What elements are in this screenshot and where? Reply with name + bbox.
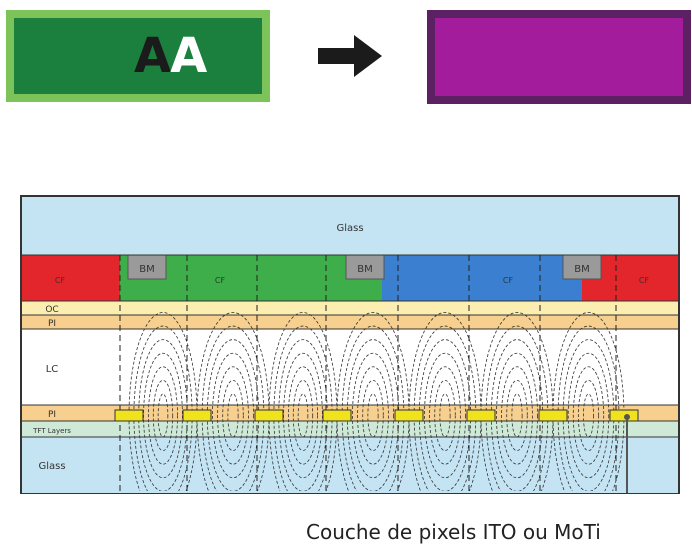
field-line <box>429 366 461 465</box>
field-line <box>424 352 466 479</box>
tft-layer <box>22 421 678 437</box>
field-line <box>227 393 239 438</box>
pixel-electrode <box>466 409 496 422</box>
field-line <box>506 379 528 452</box>
caption-leader-dot <box>624 414 630 420</box>
field-line <box>501 366 533 465</box>
field-line <box>572 366 605 465</box>
field-line <box>367 393 379 438</box>
field-line <box>434 379 456 452</box>
field-line <box>362 379 384 452</box>
glass-top-label: Glass <box>336 223 363 234</box>
field-line <box>439 393 451 438</box>
pi-top-label: PI <box>48 319 56 329</box>
pixel-electrode <box>394 409 424 422</box>
magenta-result-swatch <box>427 10 691 104</box>
lcd-cross-section-diagram: Glass BM BM BM CF CF CF CF OC PI LC PI T… <box>20 195 680 494</box>
pixel-electrode <box>182 409 212 422</box>
aa-label: AA <box>134 32 207 80</box>
bm-block-3 <box>562 254 602 280</box>
field-line <box>577 379 600 452</box>
field-line <box>157 393 169 438</box>
cf-label-3: CF <box>503 276 514 285</box>
bm-label-1: BM <box>139 264 155 275</box>
aa-light-letter: A <box>170 28 207 84</box>
field-line <box>567 352 610 479</box>
pixel-electrode <box>538 409 568 422</box>
glass-top-layer <box>22 197 678 255</box>
field-line <box>143 352 183 479</box>
field-line <box>222 379 244 452</box>
field-line <box>297 393 309 438</box>
field-line <box>496 352 538 479</box>
oc-layer <box>22 301 678 315</box>
field-line <box>352 352 394 479</box>
pixel-electrode <box>114 409 144 422</box>
bm-label-2: BM <box>357 264 373 275</box>
tft-label: TFT Layers <box>32 427 71 435</box>
glass-bottom-label: Glass <box>38 461 65 472</box>
field-line <box>288 366 318 465</box>
field-line <box>583 393 594 438</box>
lc-label: LC <box>46 364 59 375</box>
arrow-right-icon <box>318 35 382 77</box>
field-line <box>357 366 389 465</box>
electrode-caption: Couche de pixels ITO ou MoTi <box>306 520 601 544</box>
cf-label-2: CF <box>215 276 226 285</box>
pixel-electrode <box>322 409 352 422</box>
pixel-electrode <box>254 409 284 422</box>
field-line <box>152 379 174 452</box>
field-line <box>212 352 254 479</box>
anti-aliasing-swatch: AA <box>6 10 270 102</box>
pi-bottom-label: PI <box>48 410 56 420</box>
bm-label-3: BM <box>574 264 590 275</box>
oc-label: OC <box>45 305 58 315</box>
cf-label-4: CF <box>639 276 650 285</box>
pixel-electrodes <box>114 409 639 422</box>
field-line <box>148 366 178 465</box>
field-line <box>283 352 323 479</box>
pi-top-layer <box>22 315 678 329</box>
cf-label-1: CF <box>55 276 66 285</box>
field-line <box>511 393 523 438</box>
aa-dark-letter: A <box>134 28 171 84</box>
field-line <box>292 379 314 452</box>
pixel-electrode <box>609 409 639 422</box>
cf-red-left <box>22 255 120 301</box>
cf-blue <box>382 255 582 301</box>
field-line <box>217 366 249 465</box>
bm-block-1 <box>127 254 167 280</box>
